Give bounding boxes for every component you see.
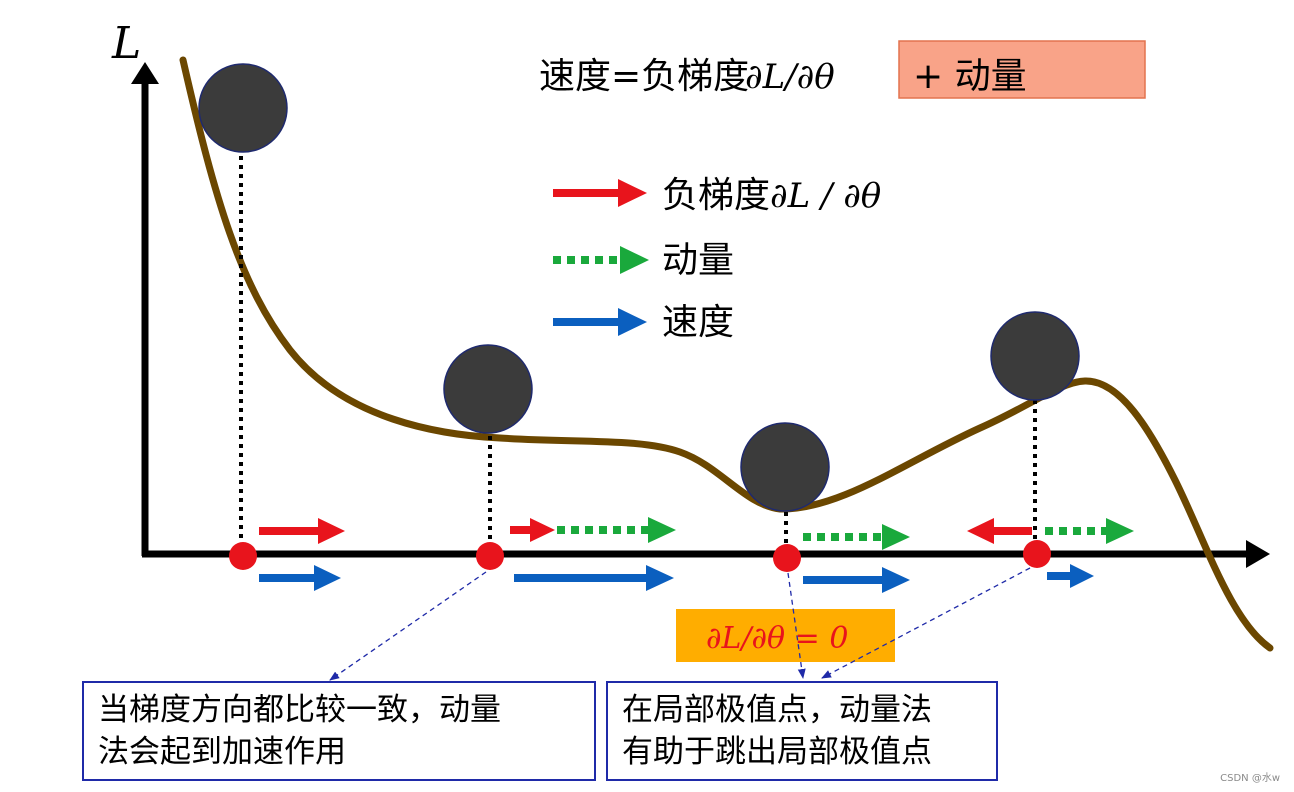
- formula-prefix: 速度=负梯度: [539, 56, 749, 97]
- velocity-arrow-3: [803, 567, 910, 593]
- y-axis-label: L: [111, 18, 141, 69]
- annotation-escape-local: 在局部极值点，动量法 有助于跳出局部极值点: [606, 681, 998, 781]
- pointer-right-b: [821, 567, 1031, 679]
- gradient-arrow-2: [510, 518, 555, 542]
- x-axis-arrowhead: [1246, 540, 1270, 568]
- annotation-acceleration-line2: 法会起到加速作用: [98, 734, 346, 770]
- legend-gradient-label: 负梯度: [662, 175, 770, 216]
- axis-point-4: [1023, 540, 1051, 568]
- formula-math: ∂L/∂θ: [745, 57, 835, 97]
- momentum-arrow-2: [557, 517, 676, 543]
- legend-gradient-math: ∂L / ∂θ: [770, 176, 881, 216]
- legend-velocity-arrow: [553, 308, 647, 336]
- legend: 负梯度 ∂L / ∂θ 动量 速度: [553, 175, 881, 343]
- momentum-arrow-4: [1045, 518, 1134, 544]
- formula-highlight: [898, 40, 1146, 99]
- gradient-arrow-4: [967, 518, 1032, 544]
- ball-1: [198, 63, 288, 153]
- velocity-arrow-1: [259, 565, 341, 591]
- loss-curve: [179, 56, 1274, 652]
- zero-gradient-callout: ∂L/∂θ = 0: [676, 609, 895, 662]
- legend-momentum-arrow: [553, 246, 649, 274]
- annotation-escape-line1: 在局部极值点，动量法: [622, 692, 932, 728]
- axis-point-3: [773, 544, 801, 572]
- pointer-lines: [329, 567, 1031, 681]
- y-axis-arrowhead: [131, 62, 159, 84]
- legend-velocity-label: 速度: [662, 302, 734, 343]
- annotation-escape-line2: 有助于跳出局部极值点: [622, 734, 932, 770]
- drop-lines: [239, 147, 1037, 552]
- pointer-left: [329, 571, 487, 681]
- zero-gradient-text: ∂L/∂θ = 0: [706, 621, 848, 656]
- annotation-acceleration: 当梯度方向都比较一致，动量 法会起到加速作用: [82, 681, 596, 781]
- annotation-acceleration-line1: 当梯度方向都比较一致，动量: [98, 692, 501, 728]
- ball-4: [990, 311, 1080, 401]
- velocity-arrow-2: [514, 565, 674, 591]
- momentum-arrow-3: [803, 524, 910, 550]
- axis-point-2: [476, 542, 504, 570]
- zero-gradient-box: [676, 609, 895, 662]
- axis-points: [229, 540, 1051, 572]
- axes: L: [111, 18, 1270, 568]
- ball-2: [443, 344, 533, 434]
- legend-gradient-arrow: [553, 179, 647, 207]
- formula: 速度=负梯度 ∂L/∂θ + 动量: [539, 40, 1146, 99]
- axis-point-1: [229, 542, 257, 570]
- balls: [198, 63, 1080, 512]
- ball-3: [740, 422, 830, 512]
- velocity-arrow-4: [1047, 564, 1094, 588]
- gradient-arrow-1: [259, 518, 345, 544]
- formula-plus-momentum: + 动量: [913, 56, 1027, 97]
- vector-arrows: [259, 517, 1134, 593]
- watermark: CSDN @水w: [1220, 773, 1280, 784]
- legend-momentum-label: 动量: [662, 240, 734, 281]
